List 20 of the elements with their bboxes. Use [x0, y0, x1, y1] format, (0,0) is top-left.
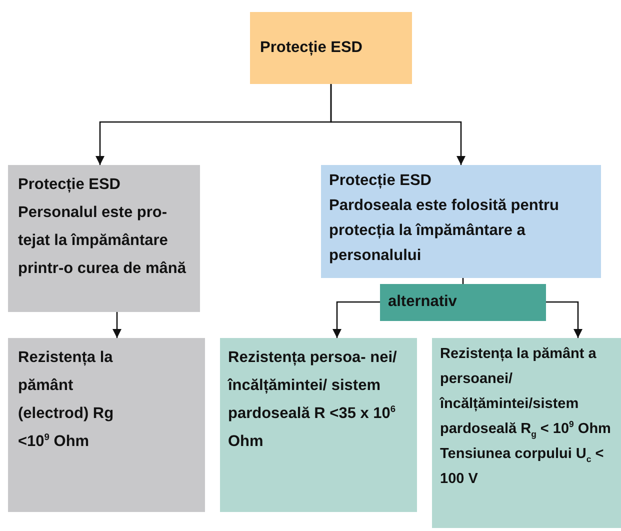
heading-text: Protecție ESD: [18, 175, 122, 195]
process-box: [321, 165, 601, 278]
arrow: [330, 84, 466, 165]
process-box: [8, 165, 200, 312]
body-text: Rezistența la pământ a persoanei/ încălțămintei/sistem pardoseală R$_{g}$ < 10$^{9}$ Ohm Tensiunea corpului U$_{c}$ < 100 V: [440, 345, 612, 489]
body-text: alternativ: [388, 292, 458, 312]
body-text: Rezistența la pământ (electrod) Rg <10$^{9}$ Ohm: [18, 348, 115, 452]
result-box: [8, 338, 205, 512]
body-text: Pardoseala este folosită pentru protecția la împământare a personalului: [329, 196, 560, 266]
heading-text: Protecție ESD: [329, 171, 433, 191]
result-box: [220, 338, 417, 512]
arrow: [332, 301, 380, 338]
arrow: [112, 312, 122, 338]
body-text: Personalul este pro- tejat la împământare printr-o curea de mână: [18, 203, 188, 279]
title-box: [250, 12, 412, 84]
alternative-label-box: [380, 284, 546, 321]
arrow: [546, 301, 582, 338]
body-text: Protecție ESD: [260, 38, 364, 58]
body-text: Rezistența persoa- nei/încălțămintei/ sistem pardoseală R <35 x 10$^{6}$ Ohm: [228, 348, 398, 452]
result-box: [432, 338, 621, 528]
